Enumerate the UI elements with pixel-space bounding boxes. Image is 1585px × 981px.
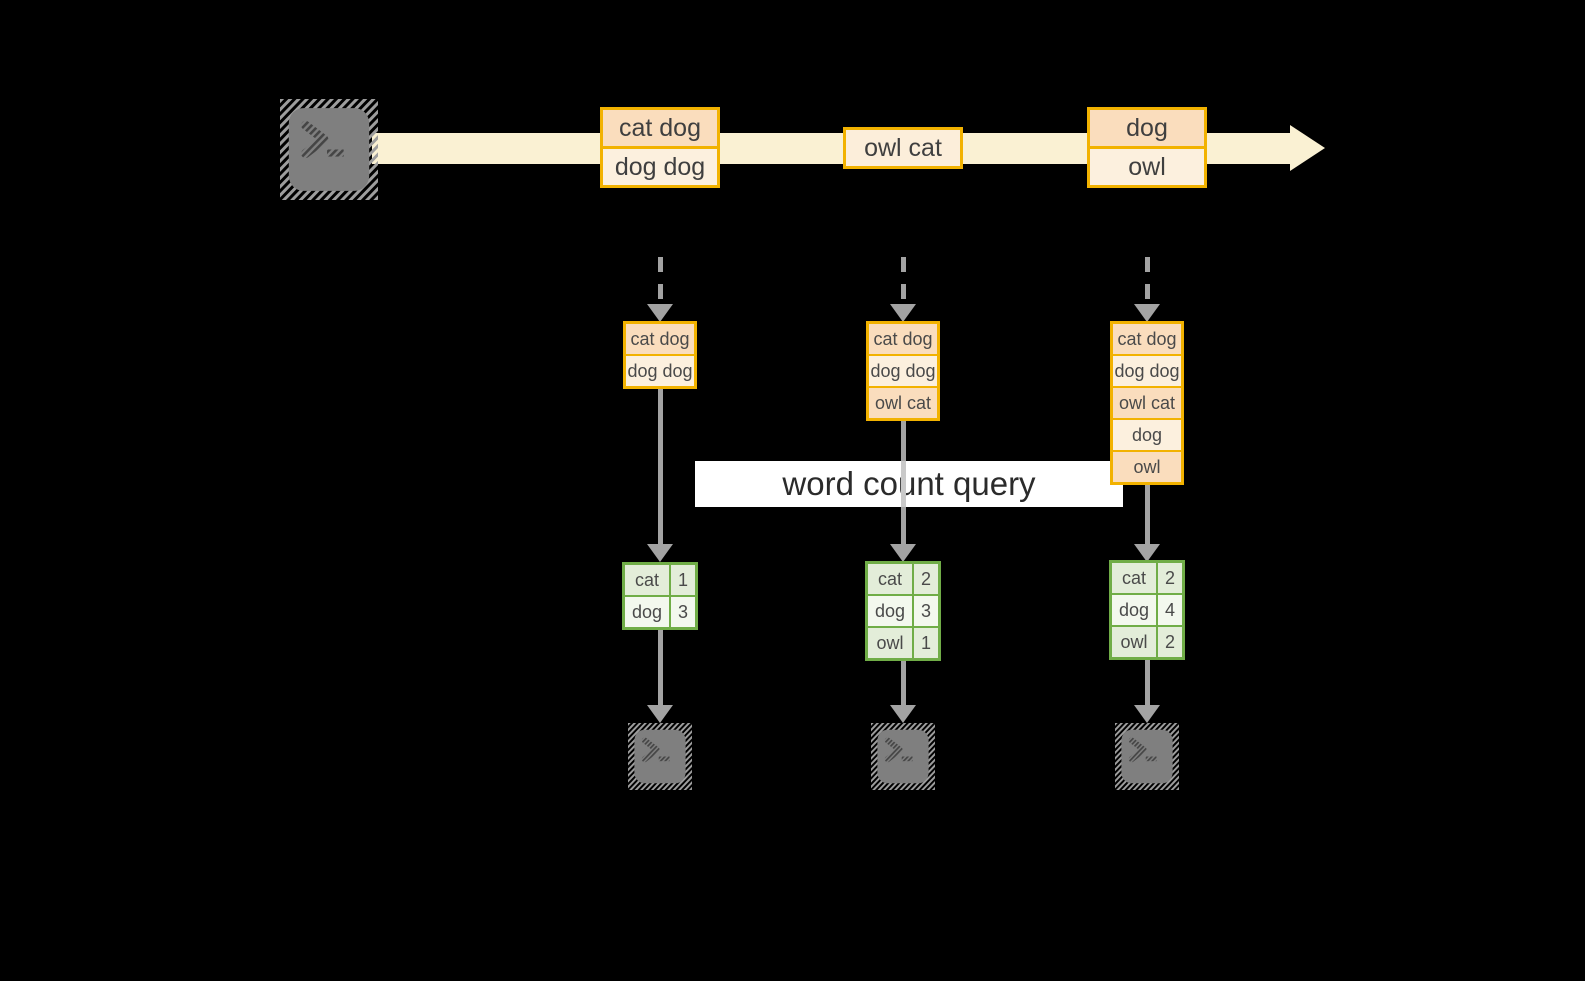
buffered-record: dog xyxy=(1113,420,1181,450)
count-word: cat xyxy=(1112,563,1156,593)
count-table-3: cat 2 dog 4 owl 2 xyxy=(1109,560,1185,660)
stream-band-arrowhead-icon xyxy=(1290,125,1325,171)
dashed-arrow-line xyxy=(658,257,663,304)
arrowhead-icon xyxy=(890,304,916,322)
buffered-record: dog dog xyxy=(869,356,937,386)
count-word: owl xyxy=(868,628,912,658)
stream-record-box-3: dog owl xyxy=(1087,107,1207,188)
count-word: owl xyxy=(1112,627,1156,657)
arrowhead-icon xyxy=(890,705,916,723)
record-text: dog dog xyxy=(603,149,717,185)
count-value: 3 xyxy=(914,596,938,626)
arrow-line xyxy=(658,389,663,544)
buffer-stack-3: cat dog dog dog owl cat dog owl xyxy=(1110,321,1184,485)
count-word: cat xyxy=(868,564,912,594)
arrow-line xyxy=(901,661,906,705)
arrowhead-icon xyxy=(647,705,673,723)
buffered-record: owl xyxy=(1113,452,1181,482)
stream-record-box-1: cat dog dog dog xyxy=(600,107,720,188)
sink-terminal-icon xyxy=(628,723,692,790)
stream-record-box-2: owl cat xyxy=(843,127,963,169)
buffered-record: owl cat xyxy=(869,388,937,418)
record-text: owl xyxy=(1090,149,1204,185)
count-value: 2 xyxy=(914,564,938,594)
buffered-record: dog dog xyxy=(1113,356,1181,386)
count-value: 3 xyxy=(671,597,695,627)
count-value: 1 xyxy=(914,628,938,658)
arrowhead-icon xyxy=(890,544,916,562)
record-text: dog xyxy=(1090,110,1204,146)
count-word: dog xyxy=(868,596,912,626)
arrowhead-icon xyxy=(1134,544,1160,562)
count-table-2: cat 2 dog 3 owl 1 xyxy=(865,561,941,661)
count-word: dog xyxy=(1112,595,1156,625)
count-value: 4 xyxy=(1158,595,1182,625)
buffered-record: owl cat xyxy=(1113,388,1181,418)
sink-terminal-icon xyxy=(871,723,935,790)
arrowhead-icon xyxy=(1134,304,1160,322)
arrow-line-over-banner xyxy=(901,461,906,507)
count-value: 1 xyxy=(671,565,695,595)
buffered-record: cat dog xyxy=(626,324,694,354)
source-terminal-icon xyxy=(280,99,378,200)
dashed-arrow-line xyxy=(901,257,906,304)
arrowhead-icon xyxy=(647,304,673,322)
arrow-line xyxy=(658,630,663,705)
record-text: cat dog xyxy=(603,110,717,146)
count-value: 2 xyxy=(1158,627,1182,657)
buffered-record: cat dog xyxy=(1113,324,1181,354)
count-value: 2 xyxy=(1158,563,1182,593)
count-word: dog xyxy=(625,597,669,627)
buffered-record: dog dog xyxy=(626,356,694,386)
count-table-1: cat 1 dog 3 xyxy=(622,562,698,630)
buffer-stack-1: cat dog dog dog xyxy=(623,321,697,389)
arrowhead-icon xyxy=(647,544,673,562)
record-text: owl cat xyxy=(846,130,960,166)
buffer-stack-2: cat dog dog dog owl cat xyxy=(866,321,940,421)
arrow-line xyxy=(1145,660,1150,705)
sink-terminal-icon xyxy=(1115,723,1179,790)
buffered-record: cat dog xyxy=(869,324,937,354)
count-word: cat xyxy=(625,565,669,595)
arrow-line xyxy=(1145,485,1150,544)
arrowhead-icon xyxy=(1134,705,1160,723)
dashed-arrow-line xyxy=(1145,257,1150,304)
word-count-query-banner: word count query xyxy=(695,461,1123,507)
